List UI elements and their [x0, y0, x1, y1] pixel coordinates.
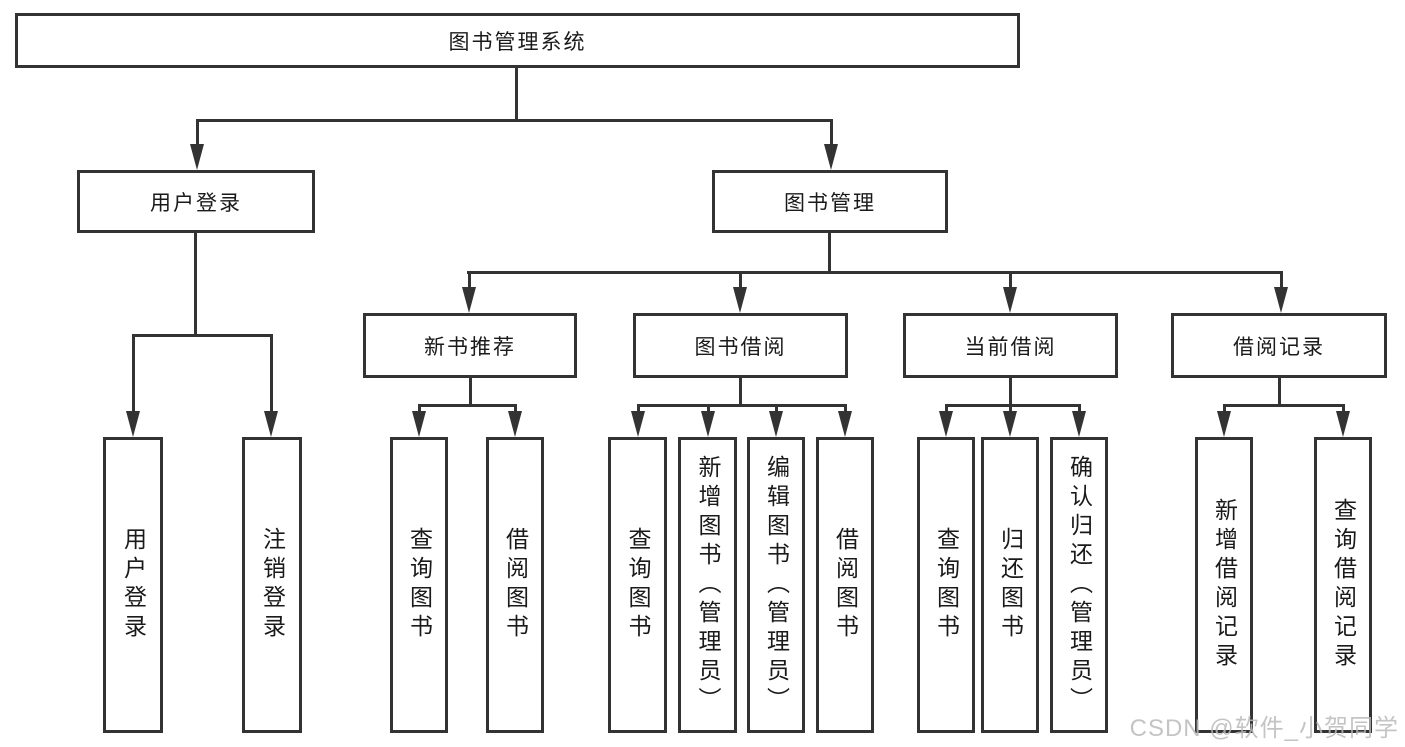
arrowhead-current-borrow	[1003, 287, 1017, 313]
node-label: 图书借阅	[694, 335, 787, 359]
node-borrow-records: 借阅记录	[1171, 313, 1387, 378]
connector-to-leaf-logout	[270, 334, 273, 414]
leaf-label: 注销登录	[259, 527, 286, 643]
connector-user-login-stem	[194, 233, 197, 337]
connector-user-login-branch	[132, 334, 272, 337]
leaf-borrow-edit-books-admin: 编辑图书（管理员）	[747, 437, 805, 733]
arrowhead-leaf	[1336, 411, 1350, 437]
leaf-current-confirm-return-admin: 确认归还（管理员）	[1050, 437, 1108, 733]
connector-book-management-stem	[828, 233, 831, 274]
node-label: 新书推荐	[424, 335, 516, 359]
leaf-current-return-books: 归还图书	[981, 437, 1039, 733]
connector-leaf	[418, 404, 421, 416]
connector-current-borrow-branch	[945, 404, 1079, 407]
leaf-label: 新增借阅记录	[1211, 498, 1238, 672]
connector-current-borrow-stem	[1009, 378, 1012, 407]
node-book-borrow: 图书借阅	[633, 313, 848, 378]
node-label: 当前借阅	[964, 335, 1057, 359]
arrowhead-leaf	[1003, 411, 1017, 437]
arrowhead-leaf-user-login	[126, 411, 140, 437]
leaf-label: 确认归还（管理员）	[1066, 454, 1093, 716]
connector-book-borrow-stem	[739, 378, 742, 407]
connector-leaf	[707, 404, 710, 416]
leaf-newbook-query-books: 查询图书	[390, 437, 448, 733]
connector-leaf	[637, 404, 640, 416]
leaf-label: 查询图书	[625, 527, 651, 643]
connector-to-leaf-user-login	[132, 334, 135, 414]
node-label: 借阅记录	[1233, 335, 1325, 359]
arrowhead-leaf	[1072, 411, 1086, 437]
connector-new-book-recommend-stem	[469, 378, 472, 407]
arrowhead-leaf	[1217, 411, 1231, 437]
arrowhead-leaf	[838, 411, 852, 437]
leaf-label: 查询图书	[933, 527, 960, 643]
arrowhead-new-book-recommend	[462, 287, 476, 313]
leaf-label: 查询借阅记录	[1330, 498, 1357, 672]
arrowhead-leaf	[701, 411, 715, 437]
leaf-borrow-query-books: 查询图书	[608, 437, 667, 733]
node-label: 图书管理系统	[448, 30, 587, 54]
connector-level3-branch	[467, 271, 1283, 274]
leaf-label: 查询图书	[406, 527, 433, 643]
node-book-management-group: 图书管理	[712, 170, 948, 233]
arrowhead-borrow-records	[1274, 287, 1288, 313]
arrowhead-leaf	[508, 411, 522, 437]
leaf-label: 归还图书	[997, 527, 1024, 643]
connector-book-borrow-branch	[637, 404, 845, 407]
leaf-records-query-record: 查询借阅记录	[1314, 437, 1372, 733]
node-label: 图书管理	[784, 191, 876, 215]
arrowhead-leaf-logout	[264, 411, 278, 437]
leaf-borrow-add-books-admin: 新增图书（管理员）	[678, 437, 737, 733]
connector-to-new-book-recommend	[468, 271, 471, 291]
connector-leaf	[945, 404, 948, 416]
node-new-book-recommend: 新书推荐	[363, 313, 577, 378]
connector-to-book-borrow	[739, 271, 742, 291]
node-label: 用户登录	[150, 191, 242, 215]
leaf-current-query-books: 查询图书	[917, 437, 975, 733]
leaf-label: 用户登录	[120, 527, 147, 643]
connector-borrow-records-stem	[1278, 378, 1281, 407]
connector-to-borrow-records	[1280, 271, 1283, 291]
connector-leaf	[514, 404, 517, 416]
connector-leaf	[1078, 404, 1081, 416]
leaf-borrow-borrow-books: 借阅图书	[816, 437, 874, 733]
arrowhead-leaf	[412, 411, 426, 437]
node-user-login-group: 用户登录	[77, 170, 315, 233]
connector-leaf	[844, 404, 847, 416]
connector-leaf	[775, 404, 778, 416]
connector-level2-branch	[196, 119, 833, 122]
leaf-records-add-record: 新增借阅记录	[1195, 437, 1253, 733]
leaf-label: 新增图书（管理员）	[695, 454, 721, 716]
node-current-borrow: 当前借阅	[903, 313, 1118, 378]
leaf-user-login: 用户登录	[103, 437, 163, 733]
arrowhead-user-login	[190, 144, 204, 170]
leaf-label: 编辑图书（管理员）	[763, 454, 790, 716]
leaf-newbook-borrow-books: 借阅图书	[486, 437, 544, 733]
arrowhead-book-management	[824, 144, 838, 170]
leaf-label: 借阅图书	[832, 527, 859, 643]
connector-leaf	[1223, 404, 1226, 416]
connector-to-book-management	[830, 119, 833, 149]
arrowhead-leaf	[769, 411, 783, 437]
connector-leaf	[1342, 404, 1345, 416]
connector-root-stem	[515, 68, 518, 121]
leaf-label: 借阅图书	[502, 527, 529, 643]
connector-leaf	[1009, 404, 1012, 416]
connector-new-book-recommend-branch	[418, 404, 516, 407]
arrowhead-leaf	[631, 411, 645, 437]
connector-to-current-borrow	[1009, 271, 1012, 291]
node-library-management-system: 图书管理系统	[15, 13, 1020, 68]
arrowhead-book-borrow	[733, 287, 747, 313]
csdn-watermark: CSDN @软件_小贺同学	[1129, 715, 1399, 742]
arrowhead-leaf	[939, 411, 953, 437]
connector-to-user-login	[196, 119, 199, 149]
leaf-logout: 注销登录	[242, 437, 302, 733]
connector-borrow-records-branch	[1223, 404, 1343, 407]
